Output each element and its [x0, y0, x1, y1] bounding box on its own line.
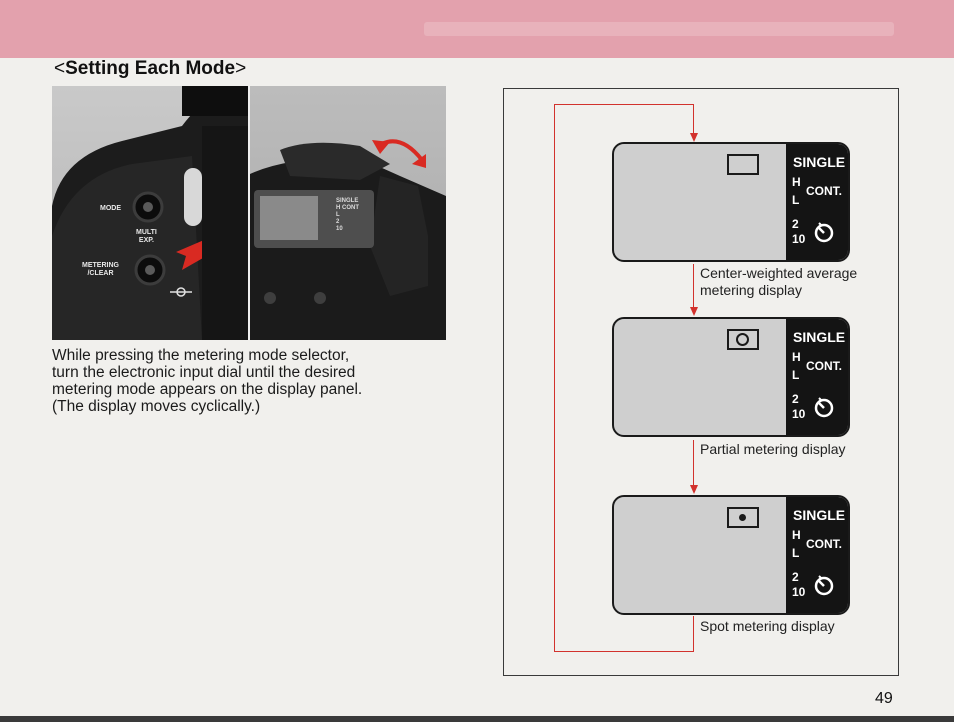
heading-open-bracket: <	[54, 58, 66, 79]
photo-single-label: SINGLE	[336, 198, 359, 204]
ten-label: 10	[792, 407, 806, 421]
spot-dot-mark	[739, 514, 746, 521]
two-label: 2	[792, 570, 799, 584]
spot-dot-icon	[727, 507, 759, 528]
l-label: L	[792, 546, 800, 560]
photo-two-label: 2	[336, 219, 340, 225]
heading-close-bracket: >	[235, 58, 247, 79]
lcd-black-panel	[786, 497, 848, 613]
ten-label: 10	[792, 232, 806, 246]
section-heading: <Setting Each Mode>	[54, 58, 246, 80]
h-label: H	[792, 175, 801, 189]
caption-line: Spot metering display	[700, 618, 835, 634]
ten-label: 10	[792, 585, 806, 599]
lcd-panel-center-weighted: SINGLE H CONT. L 2 10	[612, 142, 850, 262]
exp-label: EXP.	[138, 237, 154, 244]
cont-label: CONT.	[806, 359, 842, 373]
camera-dial-illustration	[250, 139, 446, 340]
metering-label: METERING	[82, 262, 119, 269]
camera-buttons-illustration	[52, 86, 248, 340]
center-weighted-frame-icon	[727, 154, 759, 175]
caption-line: metering display	[700, 282, 802, 298]
metering-clear-label: METERING/CLEAR	[82, 262, 119, 278]
lcd-black-panel	[786, 319, 848, 435]
flow-line-3	[693, 440, 694, 486]
caption-center-weighted: Center-weighted average metering display	[700, 265, 857, 299]
single-label: SINGLE	[793, 507, 846, 523]
photo-h-cont-row: H CONT	[336, 205, 359, 212]
instruction-line: metering mode appears on the display pan…	[52, 381, 363, 398]
flow-arrow-3	[689, 485, 698, 494]
self-timer-icon	[814, 397, 834, 418]
cycle-line-bottom	[554, 651, 694, 652]
flow-arrow-1	[689, 133, 698, 142]
cycle-line-top	[554, 104, 694, 105]
instruction-text: While pressing the metering mode selecto…	[52, 347, 424, 415]
instruction-line: (The display moves cyclically.)	[52, 398, 261, 415]
cycle-line-left	[554, 104, 555, 652]
caption-line: Center-weighted average	[700, 265, 858, 281]
photo-h-label: H	[336, 205, 341, 211]
cont-label: CONT.	[806, 537, 842, 551]
partial-circle-mark	[736, 333, 749, 346]
single-label: SINGLE	[793, 154, 846, 170]
heading-title: Setting Each Mode	[65, 58, 236, 79]
page-number: 49	[875, 690, 893, 707]
lcd-black-panel	[786, 144, 848, 260]
self-timer-icon	[814, 575, 834, 596]
caption-spot: Spot metering display	[700, 618, 835, 635]
mode-label: MODE	[100, 205, 121, 212]
two-label: 2	[792, 217, 799, 231]
l-label: L	[792, 193, 800, 207]
single-label: SINGLE	[793, 329, 846, 345]
cont-label: CONT.	[806, 184, 842, 198]
header-ghost-text	[424, 22, 894, 36]
instruction-line: While pressing the metering mode selecto…	[52, 347, 350, 364]
instruction-line: turn the electronic input dial until the…	[52, 364, 356, 381]
bottom-edge	[0, 716, 954, 722]
lcd-panel-spot: SINGLE H CONT. L 2 10	[612, 495, 850, 615]
caption-partial: Partial metering display	[700, 441, 846, 458]
flow-arrow-2	[689, 307, 698, 316]
photo-divider	[248, 86, 250, 340]
photo-ten-label: 10	[336, 226, 343, 232]
l-label: L	[792, 368, 800, 382]
photo-cont-label: CONT	[342, 205, 360, 211]
photo-l-label: L	[336, 212, 340, 218]
h-label: H	[792, 350, 801, 364]
multi-label: MULTI	[136, 229, 157, 236]
h-label: H	[792, 528, 801, 542]
lcd-panel-partial: SINGLE H CONT. L 2 10	[612, 317, 850, 437]
header-band	[0, 0, 954, 58]
clear-label: /CLEAR	[87, 270, 114, 277]
self-timer-icon	[814, 222, 834, 243]
flow-line-2	[693, 264, 694, 308]
caption-line: Partial metering display	[700, 441, 846, 457]
flow-line-1	[693, 104, 694, 134]
partial-circle-icon	[727, 329, 759, 350]
display-diagram-frame	[503, 88, 899, 676]
two-label: 2	[792, 392, 799, 406]
flow-line-4	[693, 616, 694, 652]
